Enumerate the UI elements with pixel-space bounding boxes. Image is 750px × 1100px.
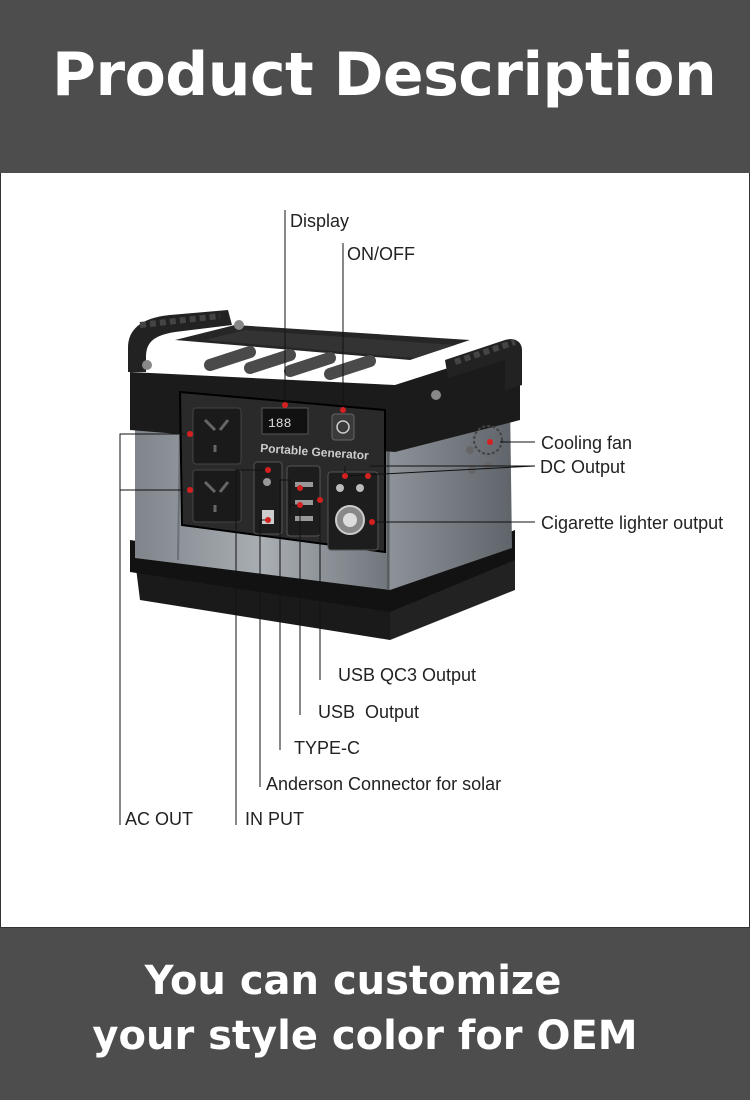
dc-output-dot-1 (342, 473, 348, 479)
anderson-dot (265, 517, 271, 523)
type-c-label: TYPE-C (294, 738, 360, 758)
input-label: IN PUT (245, 809, 304, 829)
cooling-fan-label: Cooling fan (541, 433, 632, 453)
usb-output-label: USB Output (318, 702, 419, 722)
cigarette-lighter-dot (369, 519, 375, 525)
usb-output-dot (297, 502, 303, 508)
header-banner: Product Description (0, 0, 750, 173)
type-c-dot (297, 485, 303, 491)
cigarette-lighter-label: Cigarette lighter output (541, 513, 723, 533)
cooling-fan-dot (487, 439, 493, 445)
footer-line-2: your style color for OEM (92, 1013, 638, 1059)
on-off-label: ON/OFF (347, 244, 415, 264)
display-digits: 188 (268, 416, 291, 431)
dc-output-dot-2 (365, 473, 371, 479)
dc-output-label: DC Output (540, 457, 625, 477)
on-off-dot (340, 407, 346, 413)
callout-dots (187, 402, 493, 525)
ac-out-label: AC OUT (125, 809, 193, 829)
page-title: Product Description (52, 40, 717, 110)
ac-out-dot-2 (187, 487, 193, 493)
display-dot (282, 402, 288, 408)
ac-out-dot-1 (187, 431, 193, 437)
usb-qc3-dot (317, 497, 323, 503)
input-dot (265, 467, 271, 473)
usb-qc3-label: USB QC3 Output (338, 665, 476, 685)
footer-banner: You can customize your style color for O… (0, 928, 750, 1100)
generator-unit: 188 Portable Generator (128, 310, 522, 640)
anderson-label: Anderson Connector for solar (266, 774, 501, 794)
footer-line-1: You can customize (144, 958, 562, 1004)
display-label: Display (290, 211, 349, 231)
